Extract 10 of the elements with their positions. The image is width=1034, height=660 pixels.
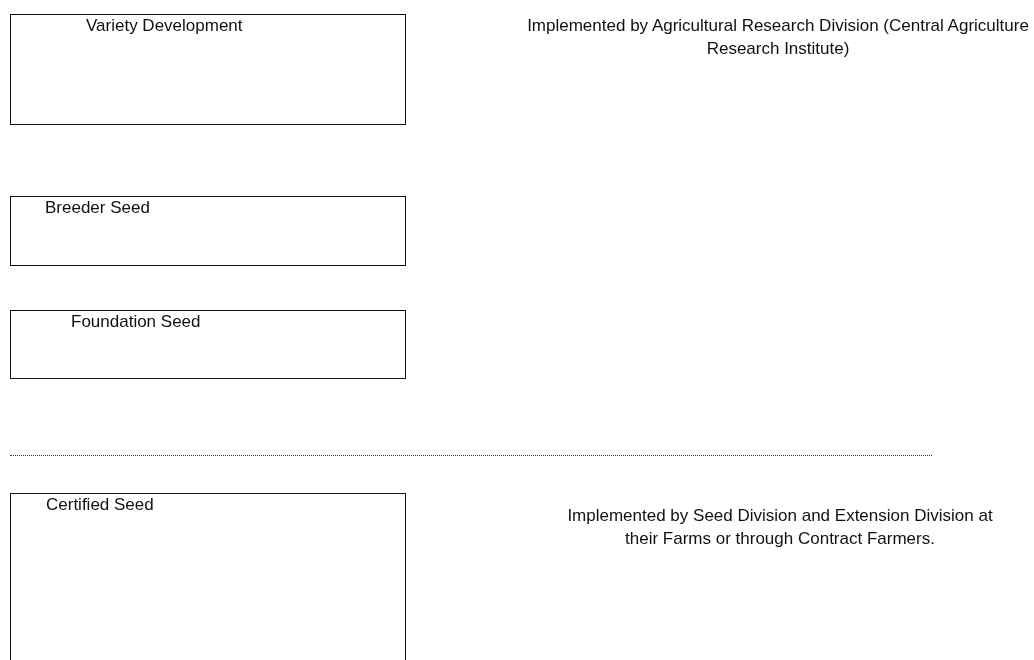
process-box [10,310,406,379]
note-text: Implemented by Agricultural Research Division (Central Agriculture Research Institute) [526,15,1030,60]
note-text: Implemented by Seed Division and Extension Division at their Farms or through Contract Farmers. [566,505,994,550]
process-box [10,493,406,660]
process-box [10,196,406,266]
box-label: Foundation Seed [71,312,201,332]
process-box [10,14,406,125]
box-label: Breeder Seed [45,198,150,218]
box-label: Variety Development [86,16,243,36]
box-label: Certified Seed [46,495,154,515]
